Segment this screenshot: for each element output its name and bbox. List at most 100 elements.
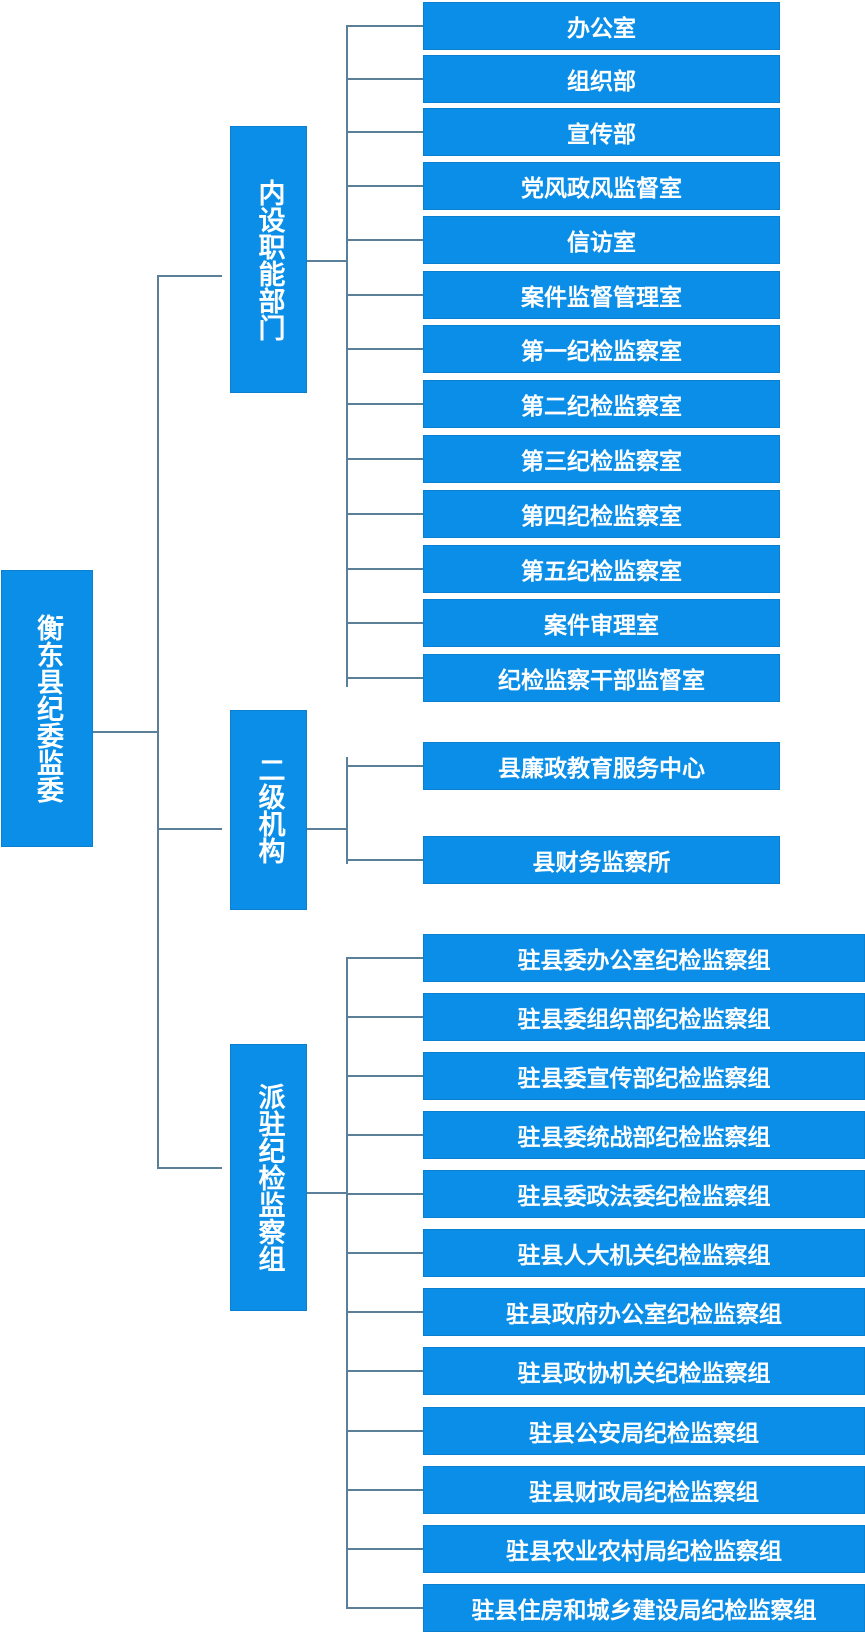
item-connector bbox=[346, 458, 423, 460]
org-unit-box: 驻县政协机关纪检监察组 bbox=[423, 1347, 865, 1395]
org-unit-box: 驻县农业农村局纪检监察组 bbox=[423, 1525, 865, 1573]
org-unit-label: 第四纪检监察室 bbox=[521, 504, 682, 530]
root-label: 衡东县纪委监委 bbox=[32, 614, 63, 803]
item-connector bbox=[346, 568, 423, 570]
org-unit-label: 党风政风监督室 bbox=[521, 176, 682, 202]
org-unit-box: 驻县委统战部纪检监察组 bbox=[423, 1111, 865, 1159]
org-unit-box: 第一纪检监察室 bbox=[423, 325, 780, 373]
org-unit-label: 信访室 bbox=[567, 230, 636, 256]
org-unit-label: 驻县委政法委纪检监察组 bbox=[517, 1184, 771, 1210]
root-node: 衡东县纪委监委 bbox=[1, 570, 93, 847]
root-connector bbox=[92, 731, 158, 733]
org-unit-label: 案件审理室 bbox=[544, 613, 659, 639]
org-unit-label: 第五纪检监察室 bbox=[521, 559, 682, 585]
org-unit-label: 驻县财政局纪检监察组 bbox=[529, 1480, 759, 1506]
item-connector bbox=[346, 1016, 423, 1018]
org-unit-label: 驻县政府办公室纪检监察组 bbox=[506, 1302, 782, 1328]
item-connector bbox=[346, 622, 423, 624]
org-unit-box: 案件审理室 bbox=[423, 599, 780, 647]
org-unit-box: 第二纪检监察室 bbox=[423, 380, 780, 428]
item-connector bbox=[346, 859, 423, 861]
org-unit-label: 县廉政教育服务中心 bbox=[498, 756, 705, 782]
item-connector bbox=[346, 78, 423, 80]
org-unit-label: 第三纪检监察室 bbox=[521, 449, 682, 475]
org-unit-box: 第四纪检监察室 bbox=[423, 490, 780, 538]
org-unit-box: 驻县住房和城乡建设局纪检监察组 bbox=[423, 1584, 865, 1632]
item-connector bbox=[346, 1311, 423, 1313]
org-unit-label: 驻县委组织部纪检监察组 bbox=[517, 1007, 771, 1033]
org-unit-box: 办公室 bbox=[423, 2, 780, 50]
org-unit-label: 第一纪检监察室 bbox=[521, 339, 682, 365]
branch1-spine bbox=[346, 25, 348, 687]
branch-node-secondary: 二级机构 bbox=[230, 710, 307, 910]
branch2-out bbox=[295, 828, 347, 830]
org-unit-box: 驻县公安局纪检监察组 bbox=[423, 1407, 865, 1455]
branch-node-internal: 内设职能部门 bbox=[230, 126, 307, 393]
org-unit-label: 县财务监察所 bbox=[532, 850, 671, 876]
org-unit-label: 驻县公安局纪检监察组 bbox=[529, 1421, 759, 1447]
branch-label: 二级机构 bbox=[253, 756, 285, 864]
org-unit-box: 驻县委组织部纪检监察组 bbox=[423, 993, 865, 1041]
branch-connector-1 bbox=[157, 275, 222, 277]
branch-connector-2 bbox=[157, 828, 222, 830]
item-connector bbox=[346, 1134, 423, 1136]
org-unit-label: 驻县人大机关纪检监察组 bbox=[517, 1243, 771, 1269]
item-connector bbox=[346, 403, 423, 405]
org-unit-label: 宣传部 bbox=[567, 122, 636, 148]
org-unit-label: 第二纪检监察室 bbox=[521, 394, 682, 420]
org-unit-box: 党风政风监督室 bbox=[423, 162, 780, 210]
org-unit-box: 宣传部 bbox=[423, 108, 780, 156]
branch3-out bbox=[295, 1192, 347, 1194]
item-connector bbox=[346, 1252, 423, 1254]
item-connector bbox=[346, 765, 423, 767]
org-unit-label: 驻县农业农村局纪检监察组 bbox=[506, 1539, 782, 1565]
org-unit-box: 组织部 bbox=[423, 55, 780, 103]
branch-connector-3 bbox=[157, 1167, 222, 1169]
org-unit-box: 信访室 bbox=[423, 216, 780, 264]
org-unit-label: 办公室 bbox=[567, 16, 636, 42]
org-unit-box: 驻县人大机关纪检监察组 bbox=[423, 1229, 865, 1277]
org-unit-label: 驻县委统战部纪检监察组 bbox=[517, 1125, 771, 1151]
item-connector bbox=[346, 294, 423, 296]
org-unit-box: 县财务监察所 bbox=[423, 836, 780, 884]
org-unit-label: 案件监督管理室 bbox=[521, 285, 682, 311]
org-unit-box: 驻县财政局纪检监察组 bbox=[423, 1466, 865, 1514]
item-connector bbox=[346, 185, 423, 187]
branch-label: 派驻纪检监察组 bbox=[253, 1083, 285, 1272]
item-connector bbox=[346, 1075, 423, 1077]
item-connector bbox=[346, 1607, 423, 1609]
item-connector bbox=[346, 131, 423, 133]
item-connector bbox=[346, 348, 423, 350]
item-connector bbox=[346, 239, 423, 241]
item-connector bbox=[346, 1370, 423, 1372]
org-unit-label: 驻县住房和城乡建设局纪检监察组 bbox=[471, 1598, 817, 1624]
item-connector bbox=[346, 1548, 423, 1550]
item-connector bbox=[346, 1193, 423, 1195]
branch1-out bbox=[295, 260, 347, 262]
item-connector bbox=[346, 513, 423, 515]
org-unit-box: 驻县政府办公室纪检监察组 bbox=[423, 1288, 865, 1336]
org-unit-box: 第三纪检监察室 bbox=[423, 435, 780, 483]
org-unit-box: 驻县委政法委纪检监察组 bbox=[423, 1170, 865, 1218]
item-connector bbox=[346, 25, 423, 27]
org-unit-label: 组织部 bbox=[567, 69, 636, 95]
branch-node-stationed: 派驻纪检监察组 bbox=[230, 1044, 307, 1311]
org-unit-label: 驻县委办公室纪检监察组 bbox=[517, 948, 771, 974]
level1-spine bbox=[157, 275, 159, 1168]
org-unit-box: 第五纪检监察室 bbox=[423, 545, 780, 593]
org-unit-box: 驻县委宣传部纪检监察组 bbox=[423, 1052, 865, 1100]
org-unit-box: 驻县委办公室纪检监察组 bbox=[423, 934, 865, 982]
org-unit-box: 县廉政教育服务中心 bbox=[423, 742, 780, 790]
item-connector bbox=[346, 957, 423, 959]
org-unit-box: 案件监督管理室 bbox=[423, 271, 780, 319]
item-connector bbox=[346, 1489, 423, 1491]
org-unit-label: 驻县委宣传部纪检监察组 bbox=[517, 1066, 771, 1092]
org-unit-label: 驻县政协机关纪检监察组 bbox=[517, 1361, 771, 1387]
org-unit-label: 纪检监察干部监督室 bbox=[498, 668, 705, 694]
item-connector bbox=[346, 677, 423, 679]
branch-label: 内设职能部门 bbox=[253, 178, 285, 341]
item-connector bbox=[346, 1430, 423, 1432]
org-unit-box: 纪检监察干部监督室 bbox=[423, 654, 780, 702]
branch2-spine bbox=[346, 757, 348, 864]
